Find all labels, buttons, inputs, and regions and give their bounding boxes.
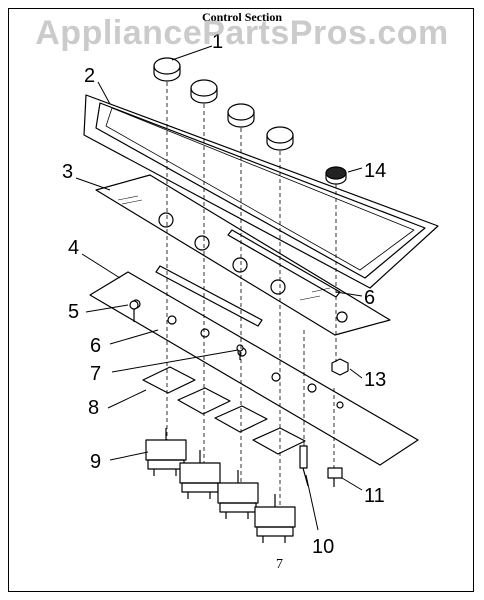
- switch-1: [145, 428, 187, 476]
- control-knobs: [153, 57, 294, 151]
- knob-2: [190, 79, 218, 104]
- knob-3: [227, 103, 255, 128]
- terminal-block: [327, 467, 343, 487]
- indicator-light: [299, 445, 309, 487]
- callout-7: 7: [90, 363, 101, 385]
- knob-4: [266, 126, 294, 151]
- callout-10: 10: [312, 536, 334, 558]
- spacer-nut: [331, 358, 349, 376]
- callout-4: 4: [68, 237, 79, 259]
- indicator-lens: [325, 166, 347, 185]
- mounting-plate: [89, 271, 419, 466]
- callout-9: 9: [90, 451, 101, 473]
- callout-6-upper: 6: [364, 287, 375, 309]
- callout-11: 11: [364, 485, 385, 507]
- switch-4: [254, 494, 296, 543]
- callout-8: 8: [88, 397, 99, 419]
- switch-2: [179, 450, 221, 499]
- screw: [129, 300, 139, 322]
- callout-3: 3: [62, 161, 73, 183]
- alignment-lines: [166, 82, 337, 507]
- callout-13: 13: [364, 369, 386, 391]
- callout-5: 5: [68, 301, 79, 323]
- infinite-switches: [145, 428, 296, 543]
- control-panel-frame: [83, 94, 439, 289]
- page-number: 7: [276, 557, 283, 572]
- leader-lines: [75, 45, 363, 531]
- trim-strip-lower: [155, 265, 263, 327]
- switch-3: [217, 470, 259, 519]
- section-title: Control Section: [201, 10, 283, 24]
- callout-14: 14: [364, 160, 386, 182]
- knob-1: [153, 57, 181, 82]
- callout-2: 2: [84, 65, 95, 87]
- callout-1: 1: [212, 31, 223, 53]
- callout-6-lower: 6: [90, 335, 101, 357]
- retaining-clip: [236, 344, 244, 360]
- overlay-panel: [95, 174, 391, 336]
